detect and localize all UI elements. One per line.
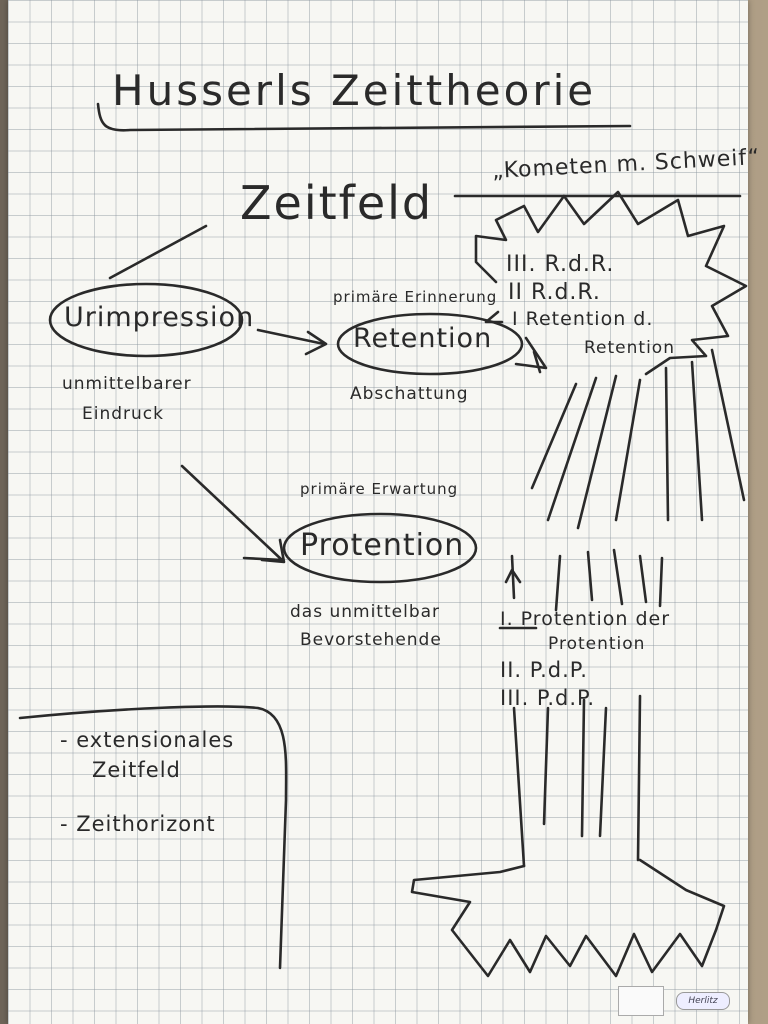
urimpression-note-line-1: unmittelbarer [62,374,192,394]
urimpression-note-line-2: Eindruck [82,404,164,424]
retention-label: Retention [353,323,493,354]
protention-level-3: III. P.d.P. [500,686,596,710]
title-underline [96,102,632,132]
comet-tail [530,348,746,530]
protention-top-lines [510,548,664,612]
protention-level-2: II. P.d.P. [500,658,588,682]
protention-note-line-2: Bevorstehende [300,630,442,650]
box-item-extensional-line-2: Zeitfeld [92,758,181,782]
box-item-horizon: - Zeithorizont [60,812,216,836]
protention-ellipse [282,512,478,584]
protention-level-1-line-2: Protention [548,634,646,654]
retention-level-3: III. R.d.R. [506,252,615,277]
urimpression-ellipse [48,282,244,358]
arrow-urimpression-retention [256,328,326,346]
brand-logo: Herlitz [676,992,730,1010]
arrow-urimpression-protention [180,464,284,562]
protention-note-line-1: das unmittelbar [290,602,441,622]
protention-caption: primäre Erwartung [300,480,459,498]
certification-logo [618,986,664,1016]
comet-burst [474,190,748,376]
zeitfeld-label: Zeitfeld [240,176,434,230]
tree-trunk [512,694,642,868]
retention-level-1-line-1: I Retention d. [512,308,654,330]
page-title: Husserls Zeittheorie [112,66,597,115]
box-item-extensional-line-1: - extensionales [60,728,235,752]
retention-level-2: II R.d.R. [508,280,601,305]
retention-arrow-small [484,310,504,324]
flipchart-paper [8,0,748,1024]
urimpression-label: Urimpression [64,302,255,333]
zeitfeld-link-line [108,224,208,280]
retention-ellipse [336,312,524,376]
protention-label: Protention [300,528,465,563]
retention-note: Abschattung [350,384,469,404]
retention-level-1-line-2: Retention [584,338,675,358]
protention-level-1-line-1: I. Protention der [500,608,671,630]
retention-caption: primäre Erinnerung [333,288,498,306]
left-box-outline [18,705,288,970]
tree-roots [410,858,726,978]
